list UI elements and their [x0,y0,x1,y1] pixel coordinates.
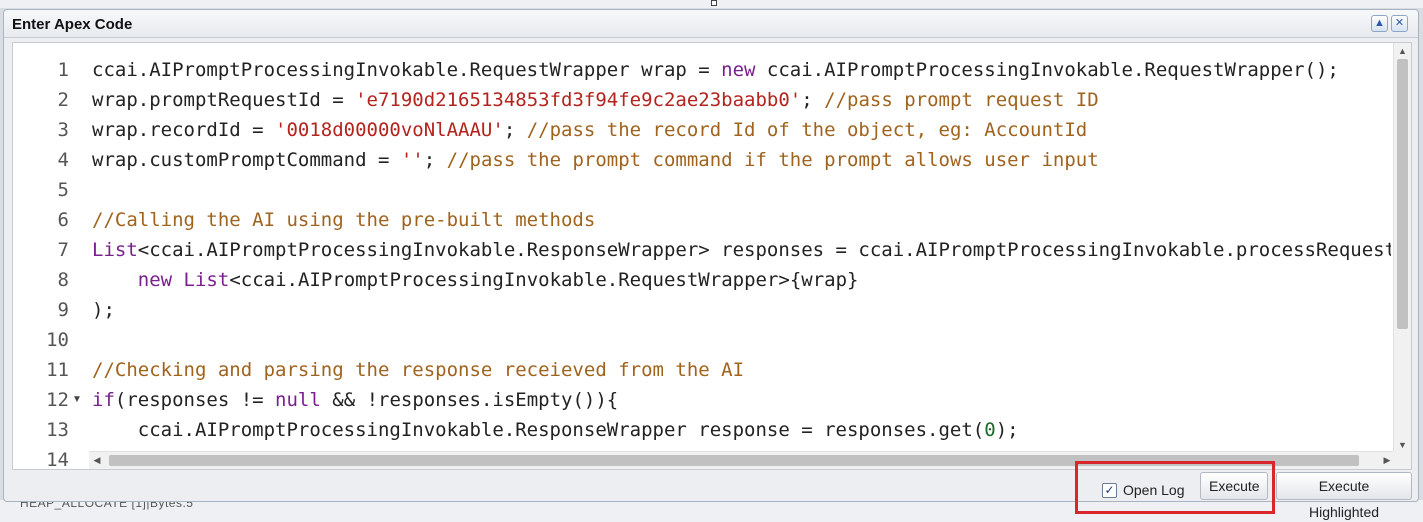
scroll-up-icon[interactable]: ▲ [1398,46,1407,56]
code-token: ccai.AIPromptProcessingInvokable.Request… [92,59,722,81]
close-icon[interactable]: ✕ [1391,15,1408,32]
code-token: ; [423,149,447,171]
line-number: 2 [57,89,69,111]
code-line[interactable]: //Calling the AI using the pre-built met… [92,205,595,235]
line-number: 11 [46,359,69,381]
line-number: 4 [57,149,69,171]
execute-highlighted-button[interactable]: Execute Highlighted [1276,472,1412,520]
code-line[interactable]: ccai.AIPromptProcessingInvokable.Request… [92,55,1339,85]
code-line[interactable]: //Checking and parsing the response rece… [92,355,744,385]
scroll-right-icon[interactable]: ▶ [1383,455,1391,465]
code-line[interactable]: List<ccai.AIPromptProcessingInvokable.Re… [92,235,1391,265]
code-token: List [92,239,138,261]
line-number: 3 [57,119,69,141]
line-number: 9 [57,299,69,321]
code-area[interactable]: ccai.AIPromptProcessingInvokable.Request… [92,43,1391,469]
line-number: 13 [46,419,69,441]
code-token: null [275,389,321,411]
code-token: new [137,269,173,291]
dialog-footer: ✓ Open Log Execute Execute Highlighted [4,470,1418,520]
scroll-down-icon[interactable]: ▼ [1398,440,1407,450]
code-token: && !responses.isEmpty()){ [320,389,619,411]
scrollbar-corner [1393,451,1411,469]
code-token: //pass the prompt command if the prompt … [446,149,1099,171]
code-line[interactable]: ); [92,295,115,325]
code-token [92,269,138,291]
code-line[interactable]: wrap.recordId = '0018d00000voNlAAAU'; //… [92,115,1087,145]
fold-arrow-icon[interactable]: ▼ [72,394,82,405]
dialog-titlebar[interactable]: Enter Apex Code ▲ ✕ [4,10,1418,38]
dialog-title: Enter Apex Code [12,16,133,33]
code-token: 'e7190d2165134853fd3f94fe9c2ae23baabb0' [355,89,802,111]
line-number: 6 [57,209,69,231]
code-line[interactable]: ccai.AIPromptProcessingInvokable.Respons… [92,415,1019,445]
open-log-label: Open Log [1123,482,1185,498]
code-token: <ccai.AIPromptProcessingInvokable.Respon… [137,239,1391,261]
resize-handle[interactable] [711,0,717,6]
code-token: wrap.recordId = [92,119,276,141]
chevron-up-icon[interactable]: ▲ [1371,15,1388,32]
code-token: //pass prompt request ID [824,89,1099,111]
code-token: //Checking and parsing the response rece… [92,359,745,381]
code-token: (responses != [114,389,276,411]
line-number: 5 [57,179,69,201]
code-line[interactable]: new List<ccai.AIPromptProcessingInvokabl… [92,265,859,295]
code-token: //pass the record Id of the object, eg: … [526,119,1088,141]
code-token: ; [801,89,825,111]
code-token [172,269,183,291]
code-token: '' [400,149,424,171]
line-number: 10 [46,329,69,351]
line-number: 1 [57,59,69,81]
code-token: ccai.AIPromptProcessingInvokable.Respons… [92,419,985,441]
code-token: //Calling the AI using the pre-built met… [92,209,596,231]
code-token: <ccai.AIPromptProcessingInvokable.Reques… [229,269,859,291]
line-number: 12 [46,389,69,411]
code-token: List [183,269,230,291]
scroll-left-icon[interactable]: ◀ [93,455,101,465]
vertical-scrollbar[interactable]: ▲ ▼ [1393,43,1411,453]
code-token: ccai.AIPromptProcessingInvokable.Request… [755,59,1339,81]
line-number: 8 [57,269,69,291]
horizontal-scroll-thumb[interactable] [109,455,1359,466]
code-token: new [721,59,756,81]
code-line[interactable]: wrap.customPromptCommand = ''; //pass th… [92,145,1099,175]
code-token: '0018d00000voNlAAAU' [275,119,504,141]
vertical-scroll-thumb[interactable] [1397,59,1408,329]
code-token: wrap.customPromptCommand = [92,149,401,171]
open-log-checkbox[interactable]: ✓ [1102,482,1117,498]
code-token: wrap.promptRequestId = [92,89,356,111]
execute-button[interactable]: Execute [1200,472,1268,500]
code-token: ); [92,299,115,321]
background-log-strip [0,500,1423,522]
open-log-toggle[interactable]: ✓ Open Log [1102,482,1185,498]
code-token: 0 [984,419,996,441]
code-token: if [92,389,115,411]
code-token: ; [503,119,527,141]
code-line[interactable]: wrap.promptRequestId = 'e7190d2165134853… [92,85,1099,115]
horizontal-scrollbar[interactable]: ◀ ▶ [89,451,1395,469]
code-token: ); [995,419,1019,441]
line-number: 14 [46,449,69,470]
red-highlight-box [1075,461,1275,514]
line-number: 7 [57,239,69,261]
code-line[interactable]: if(responses != null && !responses.isEmp… [92,385,618,415]
